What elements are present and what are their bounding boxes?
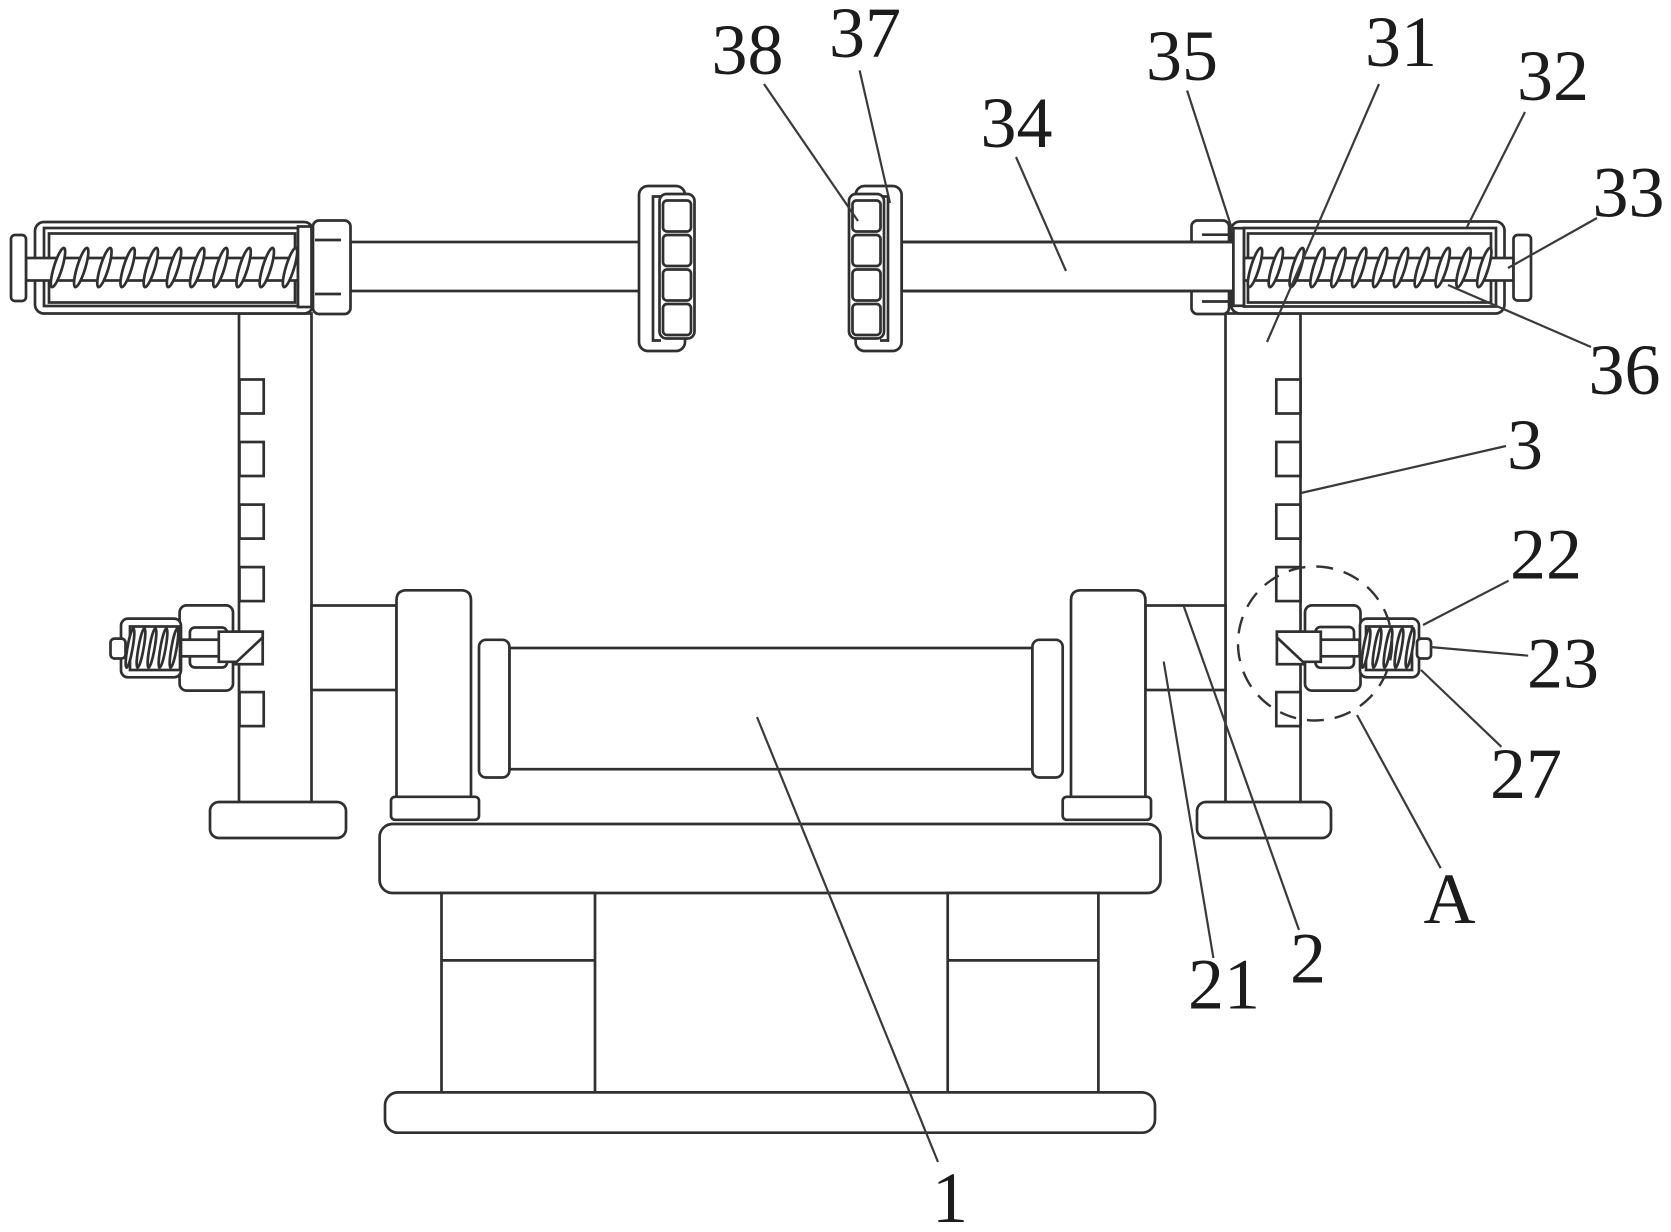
svg-text:3: 3 [1507, 405, 1543, 485]
svg-text:38: 38 [712, 10, 784, 90]
svg-text:37: 37 [829, 0, 901, 73]
svg-text:22: 22 [1510, 515, 1582, 595]
svg-text:A: A [1424, 859, 1476, 939]
svg-text:32: 32 [1517, 36, 1589, 116]
svg-text:31: 31 [1365, 2, 1437, 82]
svg-text:34: 34 [981, 83, 1053, 163]
svg-text:1: 1 [932, 1158, 968, 1232]
svg-text:2: 2 [1290, 919, 1326, 999]
svg-text:21: 21 [1188, 945, 1260, 1025]
svg-text:27: 27 [1490, 734, 1562, 814]
svg-text:36: 36 [1589, 330, 1661, 410]
svg-text:23: 23 [1527, 624, 1599, 704]
svg-text:35: 35 [1146, 16, 1218, 96]
svg-text:33: 33 [1593, 153, 1665, 233]
